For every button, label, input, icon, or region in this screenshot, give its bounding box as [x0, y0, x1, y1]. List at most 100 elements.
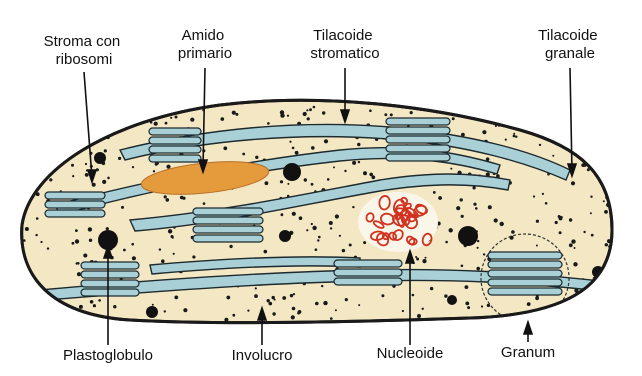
ribosome-dot: [92, 121, 94, 123]
ribosome-dot: [563, 120, 567, 124]
ribosome-dot: [106, 227, 109, 230]
ribosome-dot: [358, 161, 360, 163]
thylakoid-disc: [334, 260, 402, 267]
ribosome-dot: [574, 247, 576, 249]
ribosome-dot: [321, 285, 323, 287]
thylakoid-disc: [45, 201, 105, 208]
ribosome-dot: [335, 214, 339, 218]
ribosome-dot: [432, 100, 435, 103]
thylakoid-disc: [386, 127, 450, 134]
thylakoid-disc: [193, 235, 263, 242]
ribosome-dot: [33, 128, 36, 131]
ribosome-dot: [226, 296, 230, 300]
ribosome-dot: [610, 288, 614, 292]
ribosome-dot: [501, 106, 505, 110]
ribosome-dot: [216, 100, 218, 102]
ribosome-dot: [172, 236, 174, 238]
ribosome-dot: [173, 253, 175, 255]
ribosome-dot: [165, 122, 168, 125]
ribosome-dot: [70, 142, 72, 144]
nucleoid-dna: [358, 192, 438, 252]
ribosome-dot: [358, 304, 360, 306]
ribosome-dot: [525, 101, 527, 103]
ribosome-dot: [311, 146, 315, 150]
ribosome-dot: [590, 212, 592, 214]
granum-stack: [488, 252, 562, 295]
plastoglobule: [458, 226, 478, 246]
ribosome-dot: [107, 177, 110, 180]
ribosome-dot: [67, 106, 71, 110]
ribosome-dot: [536, 245, 538, 247]
label-stroma-thylakoid: Tilacoide stromatico: [310, 27, 379, 62]
ribosome-dot: [512, 316, 515, 319]
ribosome-dot: [31, 172, 33, 174]
ribosome-dot: [415, 256, 417, 258]
thylakoid-disc: [488, 252, 562, 259]
thylakoid-disc: [45, 192, 105, 199]
ribosome-dot: [164, 105, 167, 108]
plastoglobule: [447, 295, 457, 305]
ribosome-dot: [511, 230, 515, 234]
ribosome-dot: [450, 168, 452, 170]
ribosome-dot: [306, 229, 308, 231]
ribosome-dot: [52, 153, 55, 156]
ribosome-dot: [32, 285, 35, 288]
ribosome-dot: [430, 287, 433, 290]
ribosome-dot: [584, 94, 587, 97]
ribosome-dot: [121, 206, 124, 209]
ribosome-dot: [155, 163, 158, 166]
ribosome-dot: [613, 144, 616, 147]
ribosome-dot: [567, 132, 569, 134]
ribosome-dot: [295, 151, 299, 155]
label-granal-thylakoid: Tilacoide granale: [538, 27, 602, 62]
ribosome-dot: [88, 227, 92, 231]
ribosome-dot: [363, 171, 367, 175]
thylakoid-disc: [81, 262, 139, 269]
ribosome-dot: [494, 218, 498, 222]
thylakoid-disc: [488, 288, 562, 295]
ribosome-dot: [221, 117, 225, 121]
thylakoid-disc: [149, 146, 201, 153]
ribosome-dot: [29, 136, 32, 139]
ribosome-dot: [465, 285, 469, 289]
ribosome-dot: [535, 296, 539, 300]
ribosome-dot: [545, 202, 548, 205]
thylakoid-disc: [45, 210, 105, 217]
ribosome-dot: [591, 234, 594, 237]
ribosome-dot: [477, 247, 479, 249]
ribosome-dot: [357, 143, 360, 146]
thylakoid-disc: [81, 280, 139, 287]
label-envelope: Involucro: [232, 347, 293, 364]
ribosome-dot: [322, 96, 325, 99]
ribosome-dot: [72, 175, 74, 177]
ribosome-dot: [580, 147, 584, 151]
ribosome-dot: [68, 110, 70, 112]
ribosome-dot: [571, 239, 575, 243]
ribosome-dot: [45, 108, 49, 112]
ribosome-dot: [412, 294, 415, 297]
ribosome-dot: [559, 216, 563, 220]
ribosome-dot: [20, 145, 24, 149]
ribosome-dot: [183, 308, 187, 312]
ribosome-dot: [250, 96, 252, 98]
ribosome-dot: [132, 166, 134, 168]
ribosome-dot: [546, 312, 549, 315]
ribosome-dot: [303, 112, 307, 116]
thylakoid-disc: [81, 289, 139, 296]
ribosome-dot: [482, 130, 486, 134]
ribosome-dot: [345, 298, 348, 301]
ribosome-dot: [90, 300, 94, 304]
ribosome-dot: [89, 239, 92, 242]
ribosome-dot: [317, 239, 319, 241]
ribosome-dot: [287, 115, 289, 117]
ribosome-dot: [102, 132, 104, 134]
ribosome-dot: [481, 104, 484, 107]
ribosome-dot: [81, 108, 85, 112]
ribosome-dot: [456, 206, 460, 210]
thylakoid-disc: [386, 136, 450, 143]
ribosome-dot: [477, 240, 479, 242]
ribosome-dot: [304, 178, 307, 181]
ribosome-dot: [416, 258, 419, 261]
ribosome-dot: [153, 170, 155, 172]
